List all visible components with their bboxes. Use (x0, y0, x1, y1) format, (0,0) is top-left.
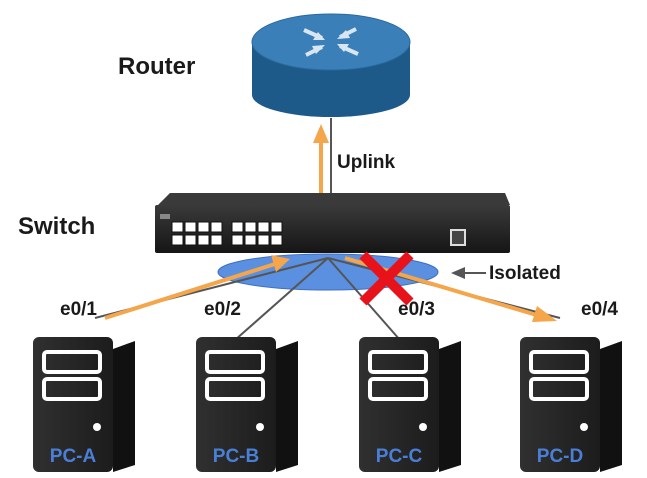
desktop-tower-icon (33, 337, 135, 472)
isolated-pointer-arrow (451, 267, 486, 279)
pc-label-b: PC-B (212, 446, 260, 467)
desktop-tower-icon (359, 337, 461, 472)
desktop-tower-icon (520, 337, 622, 472)
switch-icon (155, 193, 510, 253)
pc-label-a: PC-A (49, 446, 97, 467)
port-label-e0-1: e0/1 (60, 299, 97, 320)
port-label-e0-4: e0/4 (581, 299, 618, 320)
switch-label: Switch (18, 213, 96, 240)
pc-label-d: PC-D (536, 446, 584, 467)
router-icon (251, 13, 411, 117)
router-label: Router (118, 53, 196, 80)
pc-label-c: PC-C (375, 446, 423, 467)
desktop-tower-icon (196, 337, 298, 472)
red-x-icon (359, 251, 414, 306)
traffic-arrow-pca (104, 255, 290, 320)
port-label-e0-2: e0/2 (204, 299, 241, 320)
uplink-label: Uplink (337, 152, 396, 173)
isolated-label: Isolated (489, 263, 561, 284)
port-label-e0-3: e0/3 (398, 299, 435, 320)
